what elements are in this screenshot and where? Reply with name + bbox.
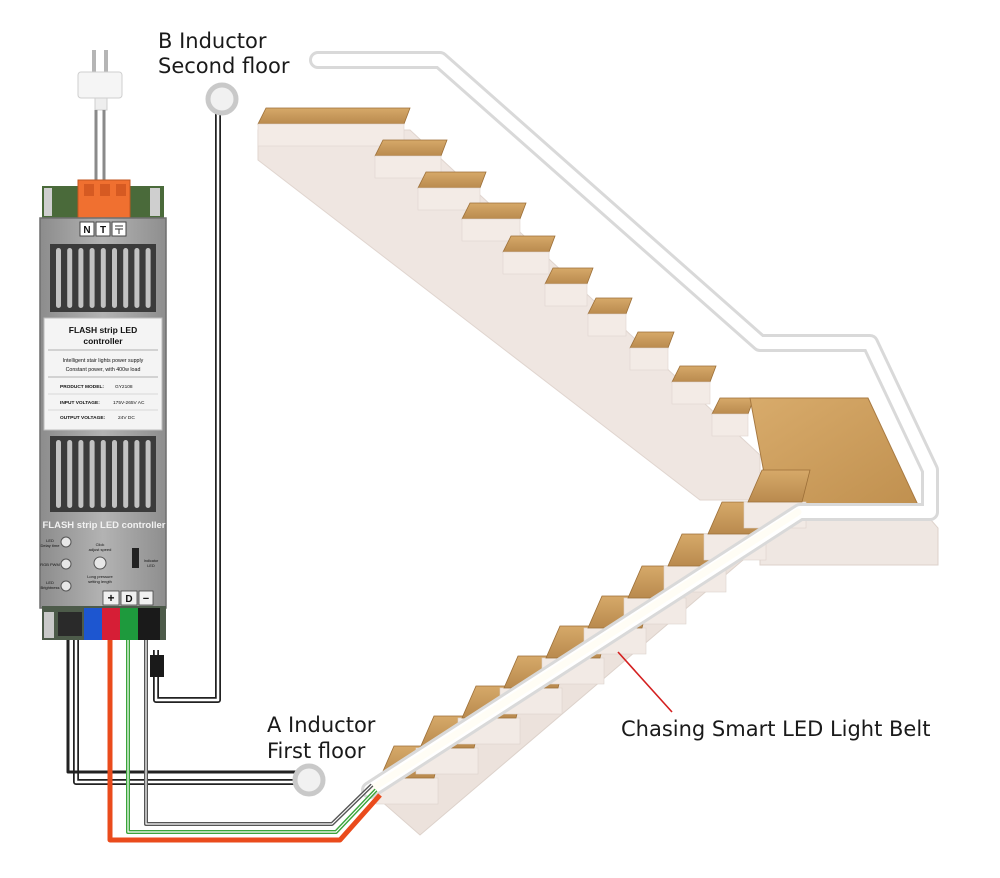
indicator-label-line2: LED (147, 564, 155, 568)
brand-letter-n: N (83, 225, 90, 236)
vent-slot (134, 248, 140, 308)
vent-slot (56, 248, 61, 308)
connector-red (102, 608, 120, 640)
knob1-label-line1: LED (46, 538, 54, 543)
stair-riser (544, 283, 588, 307)
vent-slot (123, 440, 129, 508)
led-belt-label: Chasing Smart LED Light Belt (621, 717, 930, 741)
stair-riser (461, 218, 521, 242)
indicator-label-line1: Indicator (144, 559, 159, 563)
knob1-label-line2: Delay time (41, 543, 61, 548)
connector-green (120, 608, 138, 640)
stair-tread (711, 397, 755, 415)
knob3-label-line1: LED (46, 580, 54, 585)
stair-tread (544, 267, 594, 285)
vent-slot (145, 248, 151, 308)
power-plug (77, 50, 123, 188)
product-model-value: GY2108 (115, 384, 133, 390)
stair-tread (747, 469, 811, 503)
panel-title-line1: FLASH strip LED (69, 325, 137, 335)
b-inductor-label: B Inductor (158, 29, 267, 53)
vent-slot (89, 440, 95, 508)
a-inductor-sensor (292, 763, 326, 797)
stair-tread (417, 171, 487, 189)
vent-slot (56, 440, 61, 508)
knob2-label: RGB PWM (40, 562, 60, 567)
button-label-line4: setting length (88, 579, 112, 584)
brightness-knob[interactable] (60, 580, 72, 592)
input-voltage-value: 175V-265V AC (113, 400, 145, 406)
output-voltage-label: OUTPUT VOLTAGE: (60, 415, 106, 421)
led-light-belt (309, 51, 939, 799)
brand-letter-t: T (100, 225, 106, 236)
a-inductor-label: A Inductor (267, 713, 376, 737)
vent-slot (100, 248, 106, 308)
indicator-led (132, 548, 139, 568)
button-label-line2: adjust speed (89, 547, 112, 552)
vent-slot (145, 440, 151, 508)
controller-footer-title: FLASH strip LED controller (43, 520, 166, 531)
rgb-pwm-knob[interactable] (60, 558, 72, 570)
stair-tread (374, 139, 448, 157)
button-label-line3: Long pressure (87, 574, 113, 579)
vent-slot (78, 248, 84, 308)
vent-slot (112, 248, 117, 308)
terminal-d-label: D (125, 594, 132, 605)
vent-slot (123, 248, 129, 308)
stair-riser (257, 123, 405, 147)
speed-length-button[interactable] (93, 556, 107, 570)
button-label-line1: Click (96, 542, 105, 547)
stair-riser (417, 187, 481, 211)
vent-slot (67, 440, 73, 508)
vent-slots-top (50, 244, 156, 312)
vent-slots-bottom (50, 436, 156, 512)
terminal-minus-label: − (143, 593, 149, 605)
stair-tread (587, 297, 633, 315)
input-voltage-label: INPUT VOLTAGE: (60, 400, 100, 406)
stair-riser (671, 381, 711, 405)
brand-symbol-icon (115, 225, 123, 234)
led-controller: N T FLASH strip LED controller Intellige… (39, 179, 167, 677)
connector-black (138, 608, 160, 640)
stair-riser (587, 313, 627, 337)
panel-desc-line1: Intelligent stair lights power supply (63, 358, 144, 364)
stair-tread (502, 235, 556, 253)
b-inductor-sensor (205, 82, 239, 116)
controller-label-panel (43, 317, 163, 431)
stair-riser (629, 347, 669, 371)
product-model-label: PRODUCT MODEL: (60, 384, 104, 390)
a-inductor-floor-label: First floor (267, 739, 366, 763)
terminal-plus-label: + (107, 591, 114, 605)
upper-flight-stringer (257, 129, 761, 501)
connector-blue (84, 608, 102, 640)
knob3-label-line2: Brightness (41, 585, 60, 590)
upper-flight-steps (257, 107, 755, 437)
stair-riser (374, 155, 442, 179)
vent-slot (112, 440, 117, 508)
vent-slot (100, 440, 106, 508)
stair-riser (711, 413, 749, 437)
stair-riser (502, 251, 550, 275)
output-voltage-value: 24V DC (118, 415, 135, 421)
led-belt-pointer (617, 651, 673, 713)
stair-tread (629, 331, 675, 349)
vent-slot (134, 440, 140, 508)
stair-tread (257, 107, 411, 125)
staircase (257, 107, 939, 836)
vent-slot (89, 248, 95, 308)
panel-desc-line2: Constant power, with 400w load (66, 367, 141, 373)
stair-tread (461, 202, 527, 220)
delay-time-knob[interactable] (60, 536, 72, 548)
vent-slot (78, 440, 84, 508)
b-inductor-floor-label: Second floor (158, 54, 290, 78)
stair-tread (671, 365, 717, 383)
vent-slot (67, 248, 73, 308)
panel-title-line2: controller (83, 336, 123, 346)
